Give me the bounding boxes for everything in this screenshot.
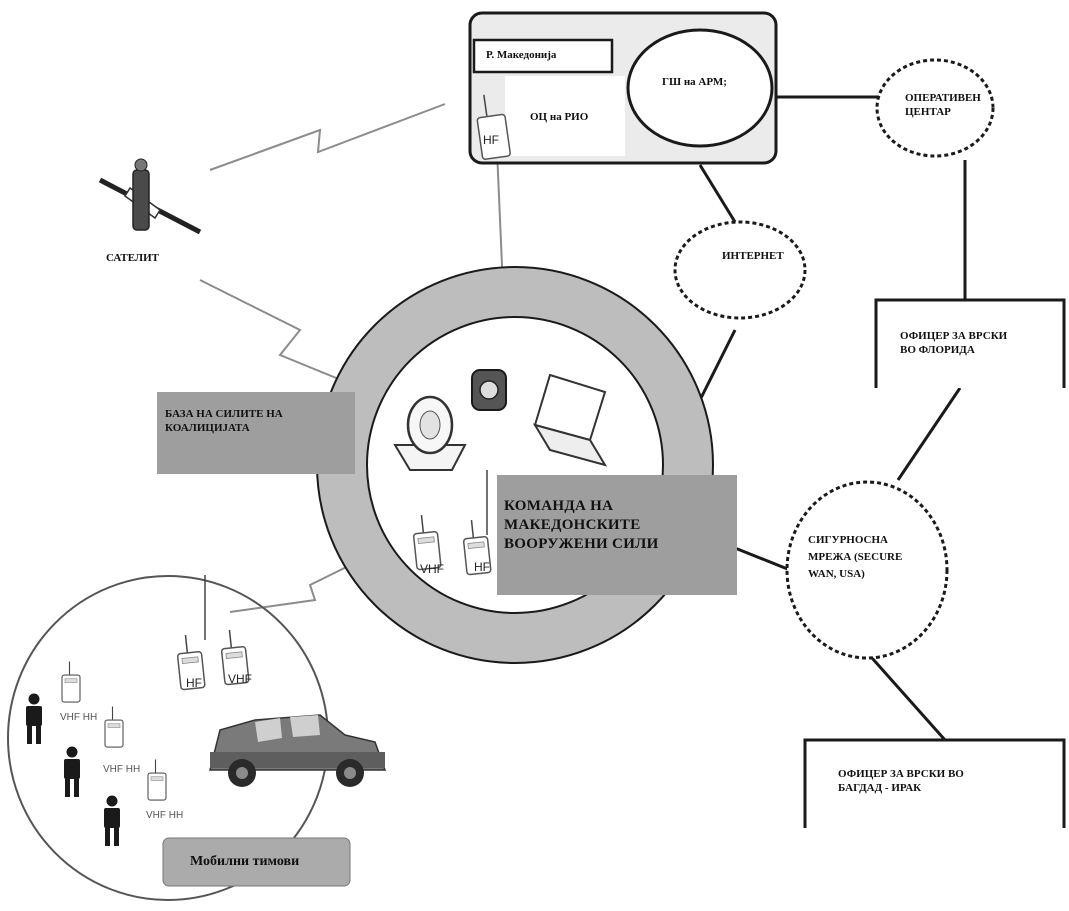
- hq-country-box: [472, 38, 614, 74]
- officer-baghdad-label: ОФИЦЕР ЗА ВРСКИ ВО БАГДАД - ИРАК: [838, 768, 964, 794]
- wireless-satellite-hq: [209, 103, 446, 171]
- humvee-icon: [209, 714, 387, 787]
- coalition-base-label: БАЗА НА СИЛИТЕ НА КОАЛИЦИЈАТА: [165, 408, 283, 434]
- phone-icon: [471, 369, 507, 411]
- mobile-teams-label: Мобилни тимови: [190, 854, 300, 869]
- soldier-1-icon: [26, 693, 42, 744]
- soldier-3-icon: [104, 795, 120, 846]
- operations-center-label: ОПЕРАТИВЕН ЦЕНТАР: [905, 92, 981, 118]
- soldier-2-icon: [64, 746, 80, 797]
- command-hf-label: HF: [474, 560, 490, 574]
- hq-gs-ellipse: [626, 28, 774, 148]
- field-vhf-label: VHF: [228, 672, 252, 686]
- officer-florida-box: [874, 298, 1066, 388]
- secure-network-cloud: [785, 480, 949, 660]
- operations-center-cloud: [875, 58, 995, 158]
- hq-country-label: Р. Македонија: [486, 49, 557, 61]
- soldier-2-radio-label: VHF HH: [103, 764, 141, 775]
- link-command-secure: [734, 546, 791, 572]
- command-label: КОМАНДА НА МАКЕДОНСКИТЕ ВООРУЖЕНИ СИЛИ: [504, 498, 659, 552]
- wireless-satellite-command: [199, 279, 386, 399]
- hq-pio-panel: [505, 76, 625, 156]
- coalition-base-panel: [157, 392, 355, 474]
- internet-label: ИНТЕРНЕТ: [722, 250, 784, 262]
- mobile-teams-panel: [162, 837, 351, 887]
- soldier-3-radio-icon: [147, 758, 167, 801]
- hq-group: [468, 11, 778, 165]
- hq-hf-radio-icon: [476, 94, 511, 160]
- command-ring: [316, 266, 714, 664]
- hq-gs-label: ГШ на АРМ;: [662, 76, 727, 88]
- internet-cloud: [673, 220, 807, 320]
- satellite-dish-icon: [393, 395, 467, 471]
- command-panel: [497, 475, 737, 595]
- satellite-label: САТЕЛИТ: [106, 252, 159, 264]
- link-secure-baghdad: [870, 657, 947, 741]
- secure-network-label: СИГУРНОСНА МРЕЖА (SECURE WAN, USA): [808, 534, 903, 581]
- link-hq-internet: [698, 164, 737, 223]
- soldier-3-radio-label: VHF HH: [146, 810, 184, 821]
- soldier-1-radio-label: VHF HH: [60, 712, 98, 723]
- hq-pio-label: ОЦ на РИО: [530, 111, 589, 123]
- officer-florida-label: ОФИЦЕР ЗА ВРСКИ ВО ФЛОРИДА: [900, 330, 1008, 356]
- network-links: [698, 95, 967, 741]
- command-vhf-label: VHF: [420, 562, 444, 576]
- field-hf-label: HF: [186, 676, 202, 690]
- officer-baghdad-box: [803, 738, 1066, 828]
- link-internet-command: [698, 329, 737, 401]
- soldier-1-radio-icon: [61, 660, 81, 703]
- laptop-icon: [532, 373, 608, 467]
- hq-hf-label: HF: [483, 133, 499, 147]
- soldier-2-radio-icon: [104, 705, 124, 748]
- link-florida-secure: [896, 387, 962, 481]
- satellite-icon: [98, 158, 202, 235]
